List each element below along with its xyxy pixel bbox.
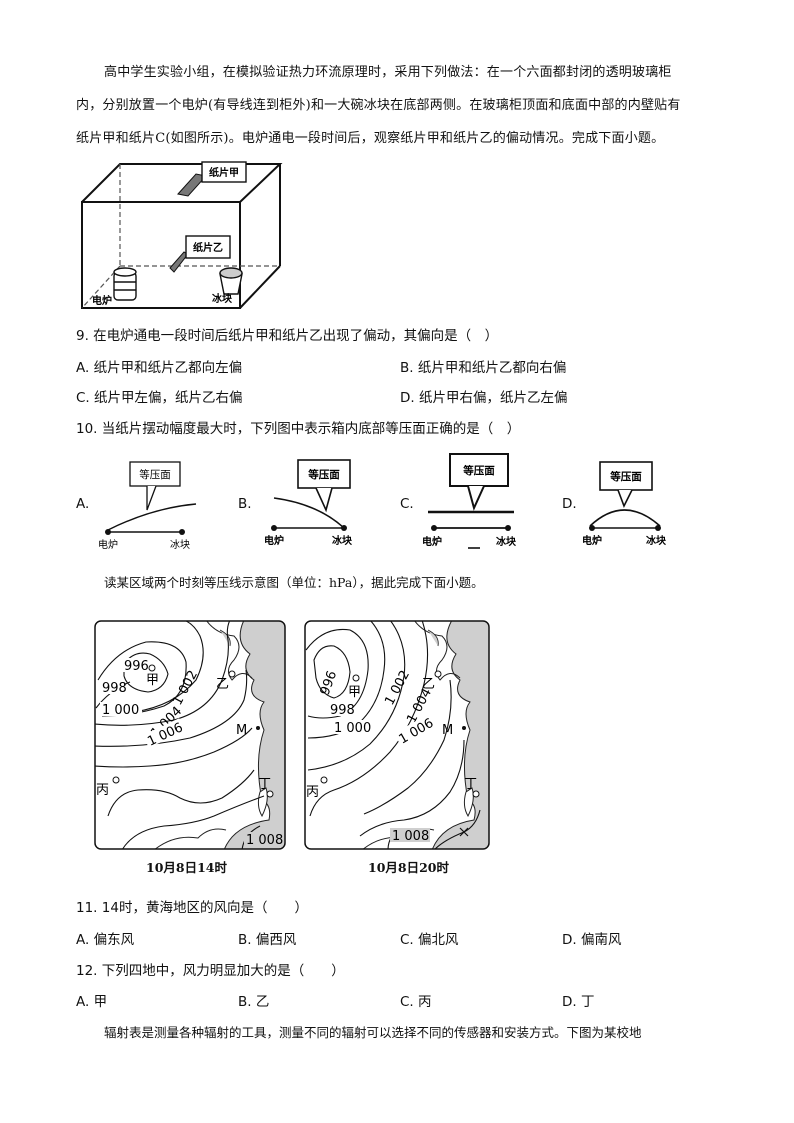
isobar-1000-label: 1 000 [334,721,371,736]
question-12-option-b[interactable]: B. 乙 [238,994,270,1010]
isobar-998-label: 998 [330,703,355,718]
question-9-option-a[interactable]: A. 纸片甲和纸片乙都向左偏 [76,360,243,376]
question-9-option-c[interactable]: C. 纸片甲左偏，纸片乙右偏 [76,390,243,406]
point-ding-label: 丁 [464,777,477,792]
passage-1-line-1: 高中学生实验小组，在模拟验证热力环流原理时，采用下列做法：在一个六面都封闭的透明… [104,65,672,80]
question-11-option-b[interactable]: B. 偏西风 [238,932,297,948]
point-jia-label: 甲 [348,685,361,700]
glass-cabinet-figure: 纸片甲 纸片乙 电炉 冰块 [81,161,283,309]
question-10-option-b-letter[interactable]: B. [238,496,252,512]
question-10-option-c-diagram[interactable]: 等压面 电炉 冰块 [418,448,530,554]
isobar-label: 等压面 [609,470,642,483]
isobar-1008-label: 1 008 [246,833,283,848]
passage-1: 高中学生实验小组，在模拟验证热力环流原理时，采用下列做法：在一个六面都封闭的透明… [76,56,716,155]
isobar-map-14h: 996 998 1 000 1 002 1 004 1 006 1 008 甲 … [94,620,286,850]
point-m-label: M [236,723,247,738]
point-yi-label: 乙 [216,677,229,692]
question-11-stem: 11. 14时，黄海地区的风向是（ ） [76,900,308,916]
question-10-stem: 10. 当纸片摆动幅度最大时，下列图中表示箱内底部等压面正确的是（ ） [76,421,521,437]
stove-label: 电炉 [264,534,284,547]
question-10-option-a-diagram[interactable]: 等压面 电炉 冰块 [92,456,212,552]
passage-3: 辐射表是测量各种辐射的工具，测量不同的辐射可以选择不同的传感器和安装方式。下图为… [104,1025,642,1040]
ice-label: 冰块 [170,538,190,551]
isobar-1008-label: 1 008 [392,829,429,844]
question-9-option-b[interactable]: B. 纸片甲和纸片乙都向右偏 [400,360,567,376]
paper-a-label: 纸片甲 [209,166,239,179]
isobar-998-label: 998 [102,681,127,696]
question-12-stem: 12. 下列四地中，风力明显加大的是（ ） [76,963,345,979]
question-12-option-a[interactable]: A. 甲 [76,994,108,1010]
ice-label: 冰块 [646,534,667,547]
question-11-option-d[interactable]: D. 偏南风 [562,932,622,948]
ice-bowl-icon [219,267,243,295]
point-bing-label: 丙 [306,785,319,800]
isobar-label: 等压面 [462,464,495,477]
stove-label: 电炉 [92,294,112,307]
ice-label: 冰块 [212,292,233,305]
point-yi-label: 乙 [422,677,435,692]
isobar-label: 等压面 [307,468,340,481]
point-bing-label: 丙 [96,783,109,798]
question-10-option-a-letter[interactable]: A. [76,496,90,512]
question-9-stem: 9. 在电炉通电一段时间后纸片甲和纸片乙出现了偏动，其偏向是（ ） [76,328,499,344]
ice-label: 冰块 [332,534,353,547]
isobar-label: 等压面 [139,468,171,481]
stove-label: 电炉 [582,534,602,547]
question-10-option-d-diagram[interactable]: 等压面 电炉 冰块 [578,456,678,552]
question-12-option-d[interactable]: D. 丁 [562,994,595,1010]
isobar-996-label: 996 [124,659,149,674]
point-m-label: M [442,723,453,738]
stove-label: 电炉 [422,535,442,548]
map-14h-caption: 10月8日14时 [146,860,227,875]
map-20h-caption: 10月8日20时 [368,860,449,875]
question-9-option-d[interactable]: D. 纸片甲右偏，纸片乙左偏 [400,390,568,406]
question-11-option-c[interactable]: C. 偏北风 [400,932,459,948]
passage-1-line-2: 内，分别放置一个电炉(有导线连到柜外)和一大碗冰块在底部两侧。在玻璃柜顶面和底面… [76,98,681,113]
isobar-map-20h: 996 998 1 000 1 002 1 004 1 006 1 008 甲 … [304,620,490,850]
isobar-1000-label: 1 000 [102,703,139,718]
question-10-option-b-diagram[interactable]: 等压面 电炉 冰块 [258,452,368,552]
question-11-option-a[interactable]: A. 偏东风 [76,932,135,948]
question-12-option-c[interactable]: C. 丙 [400,994,432,1010]
paper-b-label: 纸片乙 [193,241,223,254]
point-jia-label: 甲 [146,673,159,688]
stove-icon [113,267,137,301]
ice-label: 冰块 [496,535,517,548]
question-10-option-c-letter[interactable]: C. [400,496,414,512]
passage-2: 读某区域两个时刻等压线示意图（单位：hPa），据此完成下面小题。 [104,575,484,590]
stove-label: 电炉 [98,538,118,551]
question-10-option-d-letter[interactable]: D. [562,496,577,512]
passage-1-line-3: 纸片甲和纸片C(如图所示)。电炉通电一段时间后，观察纸片甲和纸片乙的偏动情况。完… [76,131,665,146]
point-ding-label: 丁 [258,777,271,792]
